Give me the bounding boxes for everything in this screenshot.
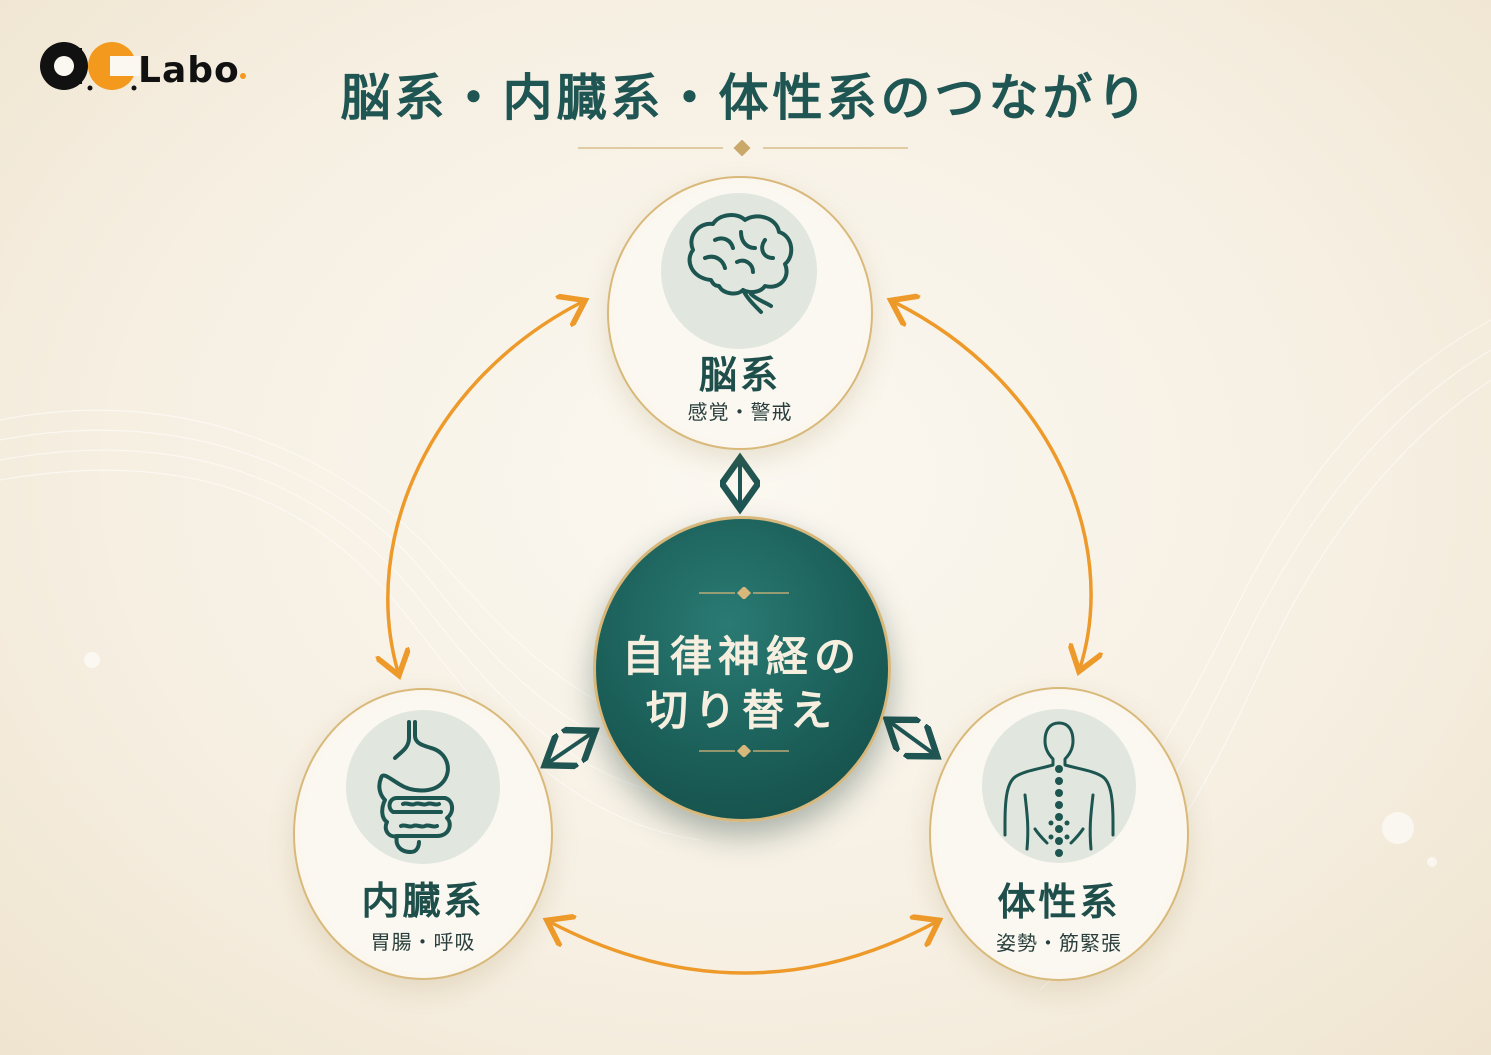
stomach-intestine-icon [377,720,454,854]
node-brain-label: 脳系 [698,352,781,397]
node-brain: 脳系 感覚・警戒 [607,176,873,450]
node-somatic: 体性系 姿勢・筋緊張 [929,687,1189,981]
node-visceral: 内臓系 胃腸・呼吸 [293,688,553,980]
logo-text: Labo [138,50,240,91]
oc-labo-logo [40,42,246,91]
page-title: 脳系・内臓系・体性系のつながり [340,68,1151,127]
center-line-1: 自律神経の [621,632,862,681]
brain-icon-bg [661,193,817,349]
node-somatic-sub: 姿勢・筋緊張 [996,931,1122,955]
node-visceral-label: 内臓系 [361,878,485,923]
body-spine-icon [1003,721,1115,857]
title-divider [578,140,908,156]
brain-icon [687,213,794,314]
node-visceral-sub: 胃腸・呼吸 [370,930,476,954]
center-line-2: 切り替え [645,686,838,735]
node-center: 自律神経の 切り替え [593,516,891,822]
node-brain-sub: 感覚・警戒 [687,400,793,424]
node-somatic-label: 体性系 [997,879,1121,924]
visceral-icon-bg [346,710,500,864]
center-top-divider [699,587,789,599]
center-bottom-divider [699,745,789,757]
